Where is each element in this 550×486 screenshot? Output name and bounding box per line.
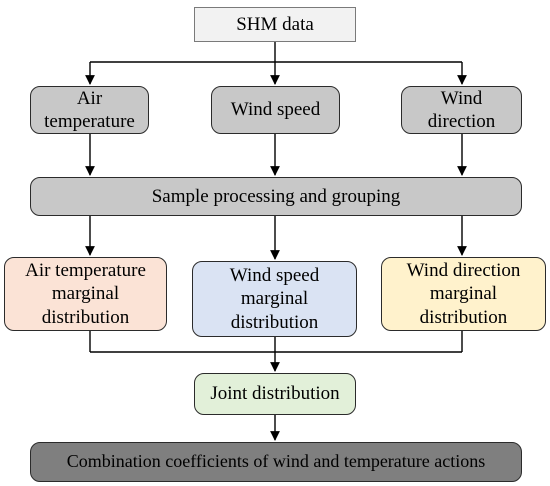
node-joint-distribution-label: Joint distribution <box>210 383 340 405</box>
node-air-temperature-marginal-label: Air temperature marginal distribution <box>25 260 146 328</box>
node-wind-speed: Wind speed <box>211 86 340 134</box>
node-wind-direction-marginal-label: Wind direction marginal distribution <box>406 260 521 328</box>
node-air-temperature: Air temperature <box>30 86 149 134</box>
node-air-temperature-label: Air temperature <box>44 87 135 132</box>
node-combination-coefficients: Combination coefficients of wind and tem… <box>30 442 522 482</box>
node-sample-processing-label: Sample processing and grouping <box>151 185 401 207</box>
node-sample-processing: Sample processing and grouping <box>30 177 522 216</box>
node-shm-data-label: SHM data <box>236 13 314 35</box>
node-wind-direction-label: Wind direction <box>427 87 496 132</box>
node-shm-data: SHM data <box>194 7 356 42</box>
node-wind-speed-marginal: Wind speed marginal distribution <box>192 261 357 337</box>
node-air-temperature-marginal: Air temperature marginal distribution <box>4 257 167 331</box>
node-combination-coefficients-label: Combination coefficients of wind and tem… <box>66 451 486 472</box>
node-wind-direction: Wind direction <box>401 86 522 134</box>
node-wind-direction-marginal: Wind direction marginal distribution <box>381 257 546 331</box>
node-wind-speed-label: Wind speed <box>230 99 321 121</box>
node-wind-speed-marginal-label: Wind speed marginal distribution <box>229 265 320 333</box>
node-joint-distribution: Joint distribution <box>194 373 356 415</box>
